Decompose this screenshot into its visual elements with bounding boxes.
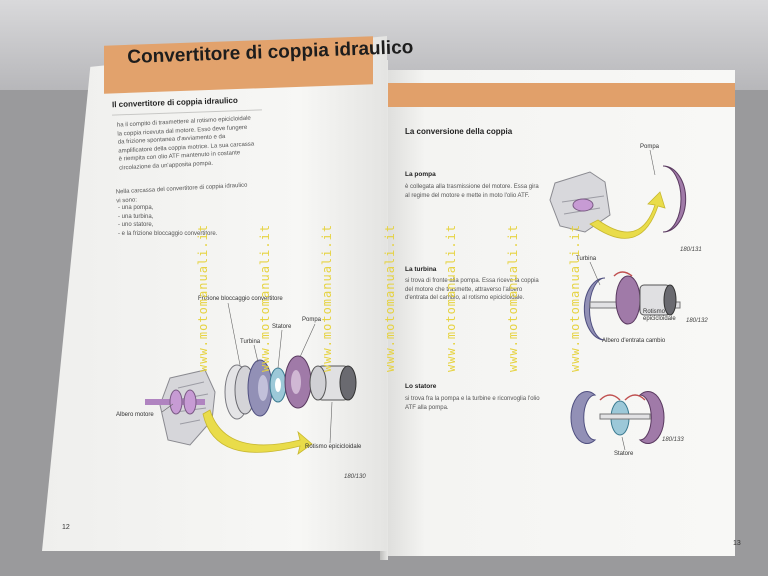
pompa-text: è collegata alla trasmissione del motore…	[405, 184, 539, 199]
list-item: - una turbina,	[118, 213, 154, 220]
label-rotismo-right: Rotismo epicicloidale	[643, 309, 676, 322]
label-pompa-right: Pompa	[640, 144, 660, 150]
watermark: www.motomanuali.it	[258, 223, 272, 372]
watermark: www.motomanuali.it	[196, 223, 210, 372]
left-list: - una pompa, - una turbina, - uno stator…	[118, 204, 217, 238]
left-page	[42, 36, 387, 551]
statore-title: Lo statore	[405, 383, 437, 390]
page-number-right: 13	[733, 540, 741, 547]
crankshaft-illustration	[145, 389, 205, 415]
page-number-left: 12	[62, 524, 70, 531]
figure-number-131: 180/131	[680, 247, 702, 253]
flow-arrow	[202, 409, 313, 455]
figure-number-133: 180/133	[662, 437, 684, 443]
watermark: www.motomanuali.it	[568, 223, 582, 372]
pump-diagram	[549, 149, 687, 239]
stator-diagram	[570, 391, 665, 451]
stator-illustration	[269, 367, 287, 403]
turbine-illustration	[247, 359, 273, 417]
pump-illustration	[284, 355, 312, 409]
right-page	[383, 70, 735, 556]
label-statore-right: Statore	[614, 451, 634, 457]
figure-number-132: 180/132	[686, 318, 708, 324]
label-albero-motore: Albero motore	[116, 412, 154, 418]
list-item: - una pompa,	[118, 205, 154, 211]
statore-text: si trova fra la pompa e la turbine e ric…	[405, 396, 540, 411]
turbine-diagram	[583, 261, 681, 341]
turbina-title: La turbina	[405, 266, 437, 273]
watermark: www.motomanuali.it	[383, 223, 397, 372]
label-albero-entrata: Albero d'entrata cambio	[602, 338, 666, 344]
figure-number: 180/130	[344, 474, 366, 480]
watermark: www.motomanuali.it	[320, 223, 334, 372]
list-item: - e la frizione bloccaggio convertitore.	[118, 230, 218, 237]
label-turbina-right: Turbina	[576, 256, 597, 262]
turbina-text: si trova di fronte alla pompa. Essa rice…	[405, 278, 539, 302]
right-section-title: La conversione della coppia	[405, 127, 513, 136]
label-rotismo: Rotismo epicicloidale	[305, 444, 362, 450]
label-turbina: Turbina	[240, 339, 261, 345]
planetary-gear-illustration	[309, 365, 357, 401]
right-header-band	[383, 83, 735, 107]
pompa-title: La pompa	[405, 171, 436, 178]
watermark: www.motomanuali.it	[444, 223, 458, 372]
watermark: www.motomanuali.it	[506, 223, 520, 372]
list-item: - uno statore,	[118, 222, 154, 229]
label-pompa: Pompa	[302, 317, 322, 323]
leader-lines	[161, 302, 333, 444]
label-frizione: Frizione bloccaggio convertitore	[198, 296, 283, 302]
label-statore: Statore	[272, 324, 292, 330]
